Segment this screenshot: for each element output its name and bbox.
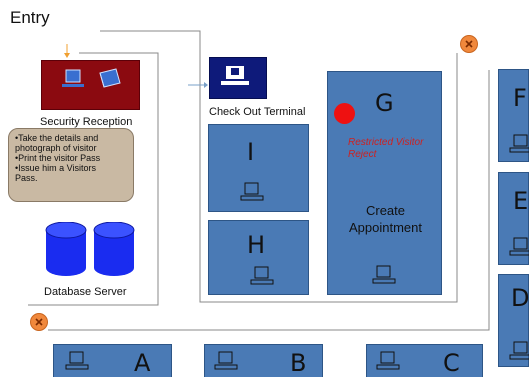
security-reception-label: Security Reception (40, 116, 133, 128)
note-line: photograph of visitor (15, 143, 97, 153)
create-line: Appointment (349, 220, 422, 235)
restricted-visitor-text: Restricted Visitor Reject (348, 137, 423, 161)
note-line: •Print the visitor Pass (15, 153, 101, 163)
note-line: Pass. (15, 173, 38, 183)
checkout-terminal-label: Check Out Terminal (209, 106, 306, 118)
note-line: •Issue him a Visitors (15, 163, 97, 173)
entry-label: Entry (10, 8, 50, 27)
room-c[interactable]: C (366, 344, 483, 377)
computer-terminal-icon (250, 266, 274, 285)
database-server-label: Database Server (44, 286, 127, 298)
computer-terminal-icon (62, 68, 121, 88)
room-e-letter: E (513, 187, 529, 215)
computer-terminal-icon (509, 134, 529, 153)
computer-terminal-icon (372, 265, 396, 284)
computer-terminal-icon (65, 351, 89, 370)
room-f[interactable]: F (498, 69, 529, 162)
room-a[interactable]: A (53, 344, 172, 377)
room-f-letter: F (513, 84, 527, 112)
security-process-note: •Take the details and photograph of visi… (8, 128, 134, 202)
create-appointment-label: Create Appointment (328, 202, 443, 236)
room-a-letter: A (134, 349, 151, 377)
x-circle-icon (30, 313, 48, 331)
database-cylinder-icon (45, 222, 135, 276)
room-g-letter: G (375, 89, 394, 117)
create-line: Create (365, 203, 406, 218)
red-dot-marker-icon (334, 103, 355, 124)
computer-terminal-icon (240, 182, 264, 201)
room-d[interactable]: D (498, 274, 529, 367)
restricted-line: Reject (348, 149, 377, 160)
computer-terminal-icon (221, 66, 249, 85)
room-h[interactable]: H (208, 220, 309, 295)
computer-terminal-icon (214, 351, 238, 370)
room-d-letter: D (511, 284, 529, 312)
room-h-letter: H (247, 231, 266, 259)
note-line: •Take the details and (15, 133, 99, 143)
room-c-letter: C (443, 349, 460, 377)
room-b[interactable]: B (204, 344, 323, 377)
x-circle-icon (460, 35, 478, 53)
checkout-terminal-box[interactable] (209, 57, 267, 99)
security-reception-box[interactable] (41, 60, 140, 110)
computer-terminal-icon (376, 351, 400, 370)
restricted-line: Restricted Visitor (348, 137, 424, 148)
computer-terminal-icon (509, 237, 529, 256)
room-i-letter: I (247, 138, 255, 166)
computer-terminal-icon (509, 341, 529, 360)
room-e[interactable]: E (498, 172, 529, 265)
room-b-letter: B (290, 349, 307, 377)
room-i[interactable]: I (208, 124, 309, 212)
